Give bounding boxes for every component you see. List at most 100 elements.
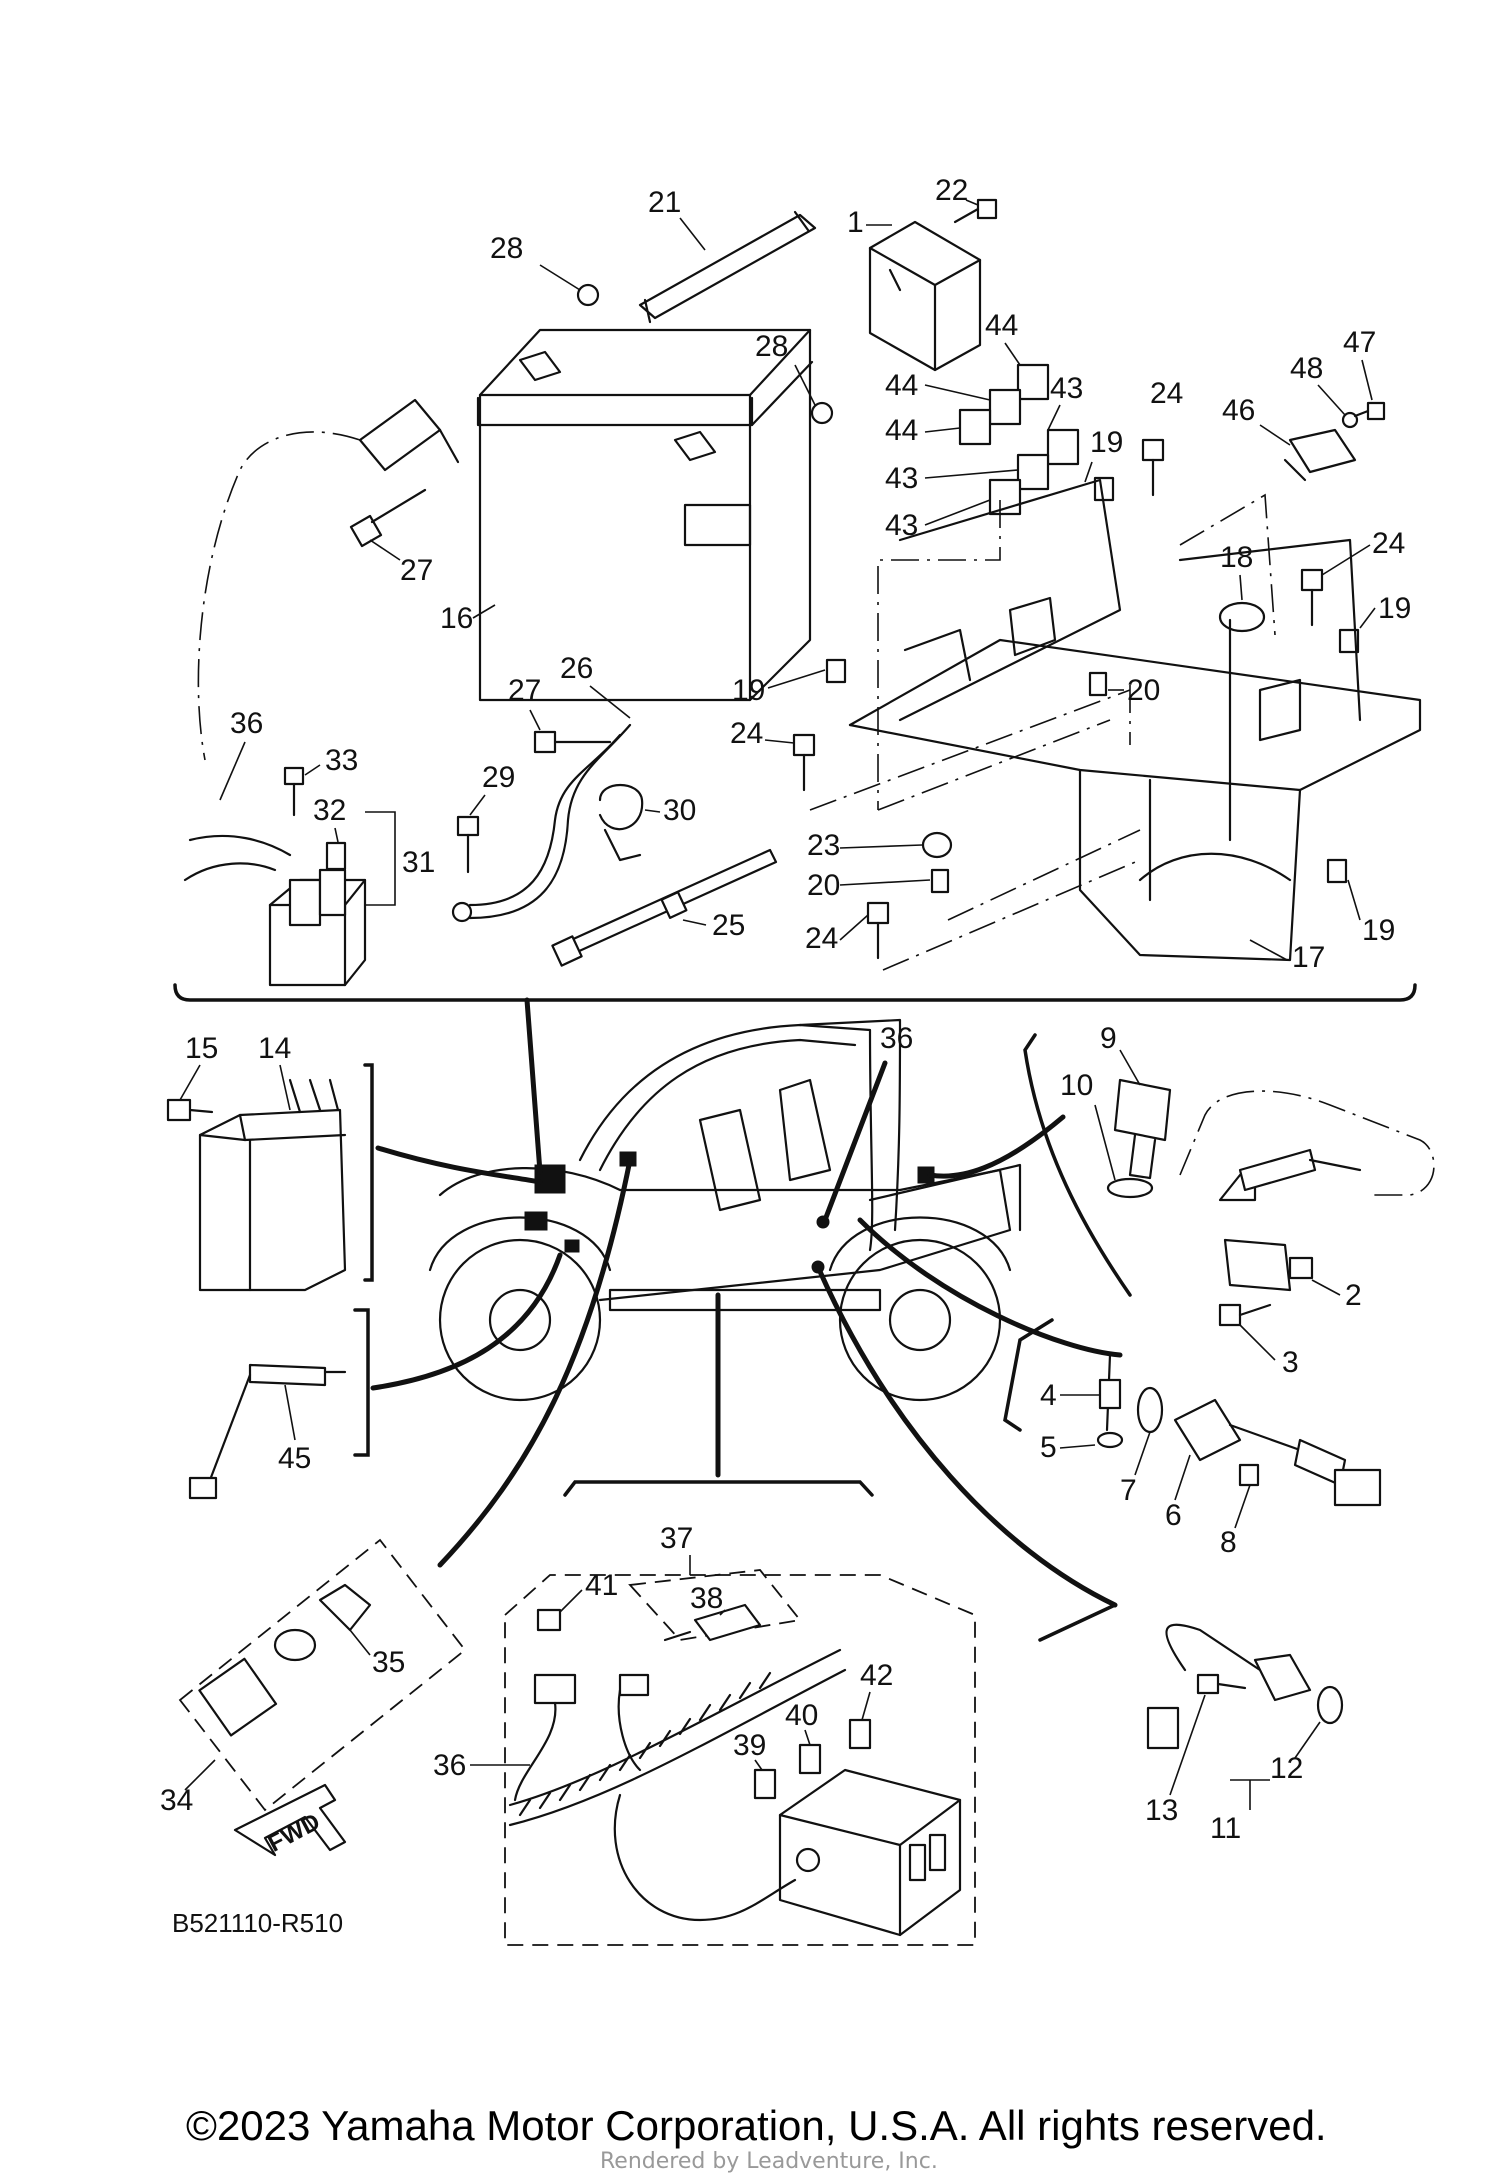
speed-sensor-4-8	[1096, 1353, 1382, 1507]
callout-13: 13	[1145, 1794, 1178, 1827]
marker-relay	[524, 1211, 548, 1231]
fuse-32	[325, 841, 347, 871]
callout-32: 32	[313, 794, 346, 827]
callout-19: 19	[1378, 592, 1411, 625]
grommet-23	[921, 831, 953, 859]
diagram-code: B521110-R510	[172, 1908, 343, 1938]
nut-28b	[810, 401, 834, 425]
callout-7: 7	[1120, 1474, 1137, 1507]
callout-31: 31	[402, 846, 435, 879]
front-wheel	[438, 1238, 602, 1402]
bolt-24b	[1300, 568, 1324, 627]
callout-19: 19	[732, 674, 765, 707]
ecu-1	[868, 220, 982, 372]
callout-42: 42	[860, 1659, 893, 1692]
callout-44: 44	[885, 369, 918, 402]
wire-36	[188, 834, 292, 857]
callout-25: 25	[712, 909, 745, 942]
callout-12: 12	[1270, 1752, 1303, 1785]
callout-43: 43	[885, 509, 918, 542]
callout-9: 9	[1100, 1022, 1117, 1055]
callout-28: 28	[490, 232, 523, 265]
bolt-3	[1218, 1303, 1272, 1327]
callout-35: 35	[372, 1646, 405, 1679]
callout-28: 28	[755, 330, 788, 363]
callout-2: 2	[1345, 1279, 1362, 1312]
bolt-27-upper	[349, 488, 427, 548]
callout-44: 44	[985, 309, 1018, 342]
battery-16	[476, 328, 814, 702]
rendered-by-watermark: Rendered by Leadventure, Inc.	[600, 2149, 938, 2174]
bolt-33	[283, 766, 305, 817]
callout-26: 26	[560, 652, 593, 685]
bolt-24c	[792, 733, 816, 792]
callout-46: 46	[1222, 394, 1255, 427]
ignition-coil-2	[1179, 1090, 1435, 1292]
callout-8: 8	[1220, 1526, 1237, 1559]
clip-19d	[1326, 858, 1348, 884]
callout-43: 43	[885, 462, 918, 495]
callout-19: 19	[1090, 426, 1123, 459]
clamp-30	[598, 784, 644, 862]
vehicle-illustration	[428, 1018, 1022, 1402]
callout-33: 33	[325, 744, 358, 777]
callout-43: 43	[1050, 372, 1083, 405]
bolt-24d	[866, 901, 890, 960]
clip-20a	[1088, 671, 1108, 697]
callout-39: 39	[733, 1729, 766, 1762]
callout-1: 1	[847, 206, 864, 239]
callout-24: 24	[730, 717, 763, 750]
battery-section	[183, 198, 1422, 987]
callout-22: 22	[935, 174, 968, 207]
callout-30: 30	[663, 794, 696, 827]
callout-34: 34	[160, 1784, 193, 1817]
callout-4: 4	[1040, 1379, 1057, 1412]
callout-45: 45	[278, 1442, 311, 1475]
rectifier-regulator-14	[198, 1078, 347, 1292]
callout-18: 18	[1220, 541, 1253, 574]
fuse-section-bracket	[563, 1480, 874, 1497]
callout-11: 11	[1210, 1812, 1241, 1845]
cable-tie-25	[551, 848, 778, 967]
bolt-47	[1353, 401, 1386, 421]
callout-38: 38	[690, 1582, 723, 1615]
leader-top	[524, 997, 543, 1175]
callout-40: 40	[785, 1699, 818, 1732]
bolt-15	[166, 1098, 214, 1122]
callout-27: 27	[400, 554, 433, 587]
battery-cable-26	[451, 723, 632, 923]
callout-44: 44	[885, 414, 918, 447]
callout-14: 14	[258, 1032, 291, 1065]
crank-sensor-11-13	[1146, 1623, 1344, 1750]
lean-sensor-46	[1283, 428, 1357, 482]
callout-24: 24	[805, 922, 838, 955]
bolt-27-lower	[533, 730, 612, 754]
grommet-18	[1218, 601, 1266, 633]
clip-19c	[1338, 628, 1360, 654]
callout-36: 36	[880, 1022, 913, 1055]
callout-6: 6	[1165, 1499, 1182, 1532]
gear-switch-34-35	[178, 1538, 467, 1812]
callout-15: 15	[185, 1032, 218, 1065]
starter-relay-31	[268, 868, 367, 987]
fwd-arrow: FWD	[233, 1783, 347, 1858]
copyright-notice: ©2023 Yamaha Motor Corporation, U.S.A. A…	[186, 2102, 1327, 2149]
rear-wheel	[838, 1238, 1002, 1402]
bolt-29	[456, 815, 480, 874]
callout-labels: 1 2 3 4 5 6 7 8 9 10 11 12 13 14 15 16 1…	[160, 174, 1411, 1845]
callout-3: 3	[1282, 1346, 1299, 1379]
callout-5: 5	[1040, 1431, 1057, 1464]
sensor-9-10	[1106, 1078, 1172, 1199]
callout-21: 21	[648, 186, 681, 219]
thermo-sensor-45	[188, 1363, 347, 1500]
marker-thermo	[564, 1239, 580, 1253]
terminal-cover-cable	[197, 398, 460, 761]
callout-20: 20	[807, 869, 840, 902]
callout-19: 19	[1362, 914, 1395, 947]
relays-43-44	[958, 363, 1080, 516]
section-divider-top	[173, 983, 1417, 1002]
callout-24: 24	[1150, 377, 1183, 410]
nut-28a	[576, 283, 600, 307]
washer-48	[1341, 411, 1359, 429]
